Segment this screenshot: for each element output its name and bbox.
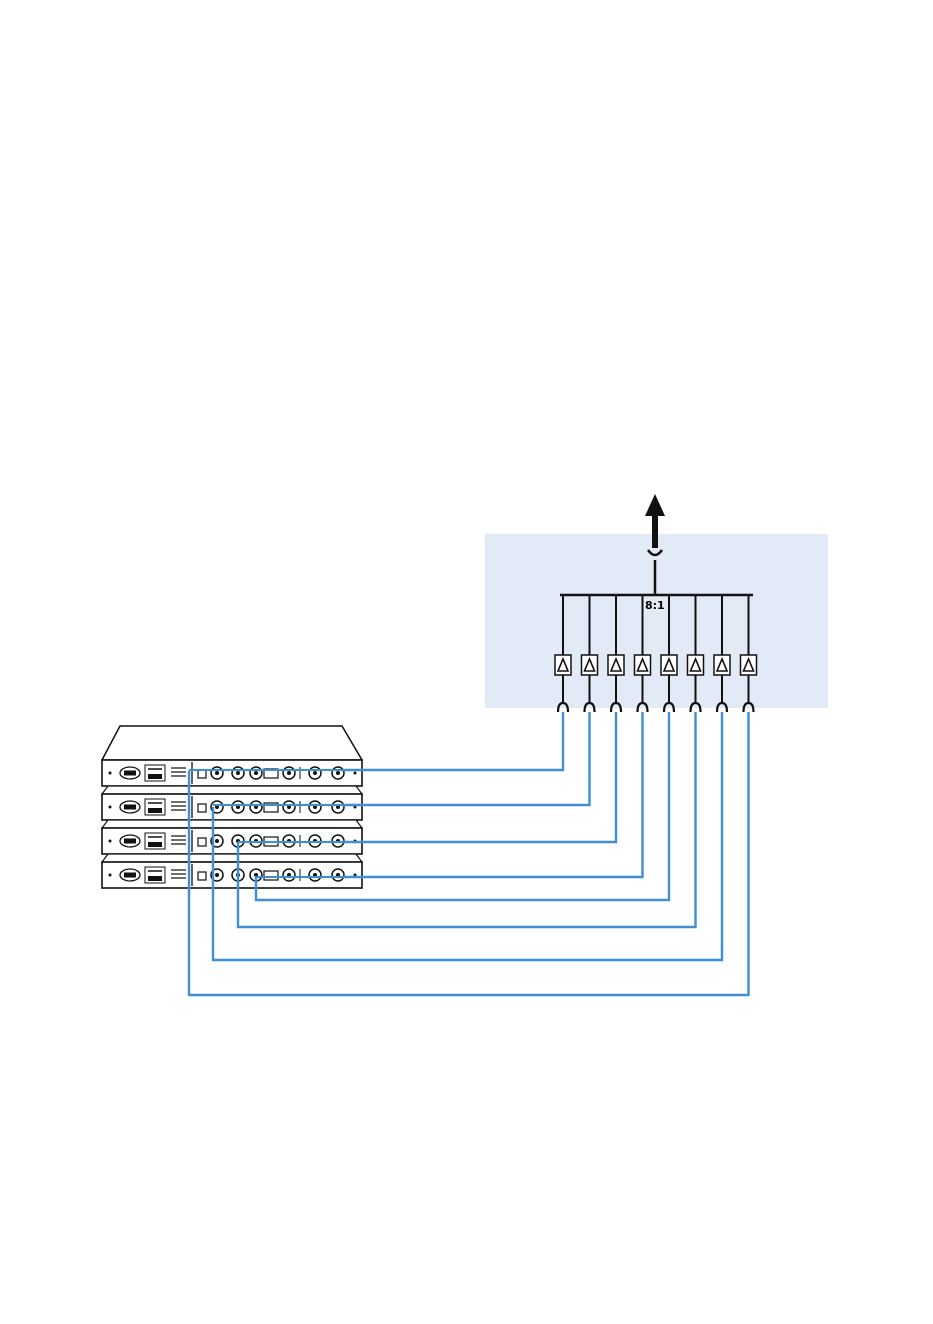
amplifier-triangle-icon <box>635 655 651 675</box>
receiver-unit <box>102 786 362 820</box>
amplifier-triangle-icon <box>661 655 677 675</box>
receiver-units <box>102 760 362 888</box>
receiver-unit <box>102 760 362 786</box>
amplifier-triangle-icon <box>608 655 624 675</box>
amplifier-triangle-icon <box>688 655 704 675</box>
amplifier-triangle-icon <box>555 655 571 675</box>
receiver-unit <box>102 820 362 854</box>
amplifier-triangle-icon <box>582 655 598 675</box>
combiner-ratio-label: 8:1 <box>645 599 665 612</box>
receiver-unit <box>102 854 362 888</box>
coax-cable <box>342 712 643 877</box>
coax-cable <box>342 712 616 842</box>
coax-cable <box>342 712 563 770</box>
combiner-unit: 8:1 <box>485 494 828 712</box>
receiver-stack <box>102 726 362 888</box>
combiner-panel <box>485 534 828 708</box>
receiver-stack-top <box>102 726 362 760</box>
coax-cable <box>342 712 590 805</box>
amplifier-triangle-icon <box>714 655 730 675</box>
amplifier-triangle-icon <box>741 655 757 675</box>
